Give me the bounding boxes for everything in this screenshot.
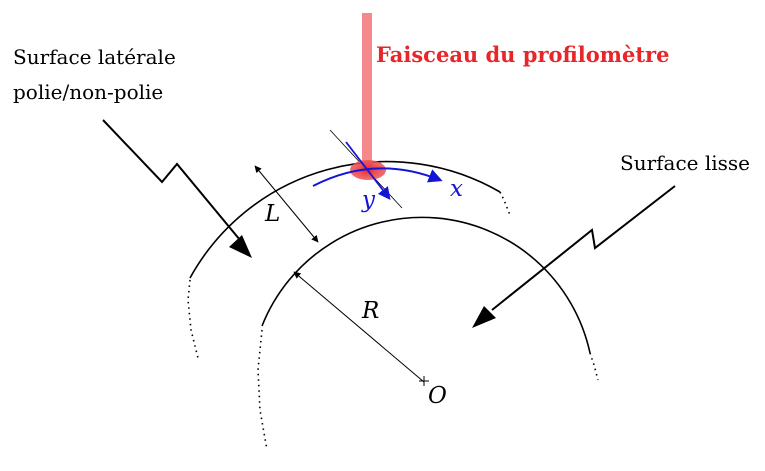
inner-arc-dotted-left bbox=[257, 329, 268, 451]
center-cross-icon bbox=[419, 376, 429, 386]
x-axis-arrow bbox=[312, 167, 443, 187]
inner-surface-arc bbox=[261, 216, 591, 354]
smooth-surface-lightning-arrow bbox=[491, 185, 676, 311]
length-L-dimension bbox=[254, 165, 319, 243]
side-surface-arrowhead bbox=[229, 235, 252, 258]
side-surface-lightning-arrow bbox=[102, 119, 241, 241]
axis-y-label: y bbox=[361, 187, 376, 213]
axis-x-label: x bbox=[450, 176, 463, 202]
side-surface-label-line1: Surface latérale bbox=[13, 45, 176, 69]
inner-arc-dotted-right bbox=[589, 352, 599, 381]
smooth-surface-label: Surface lisse bbox=[620, 151, 750, 175]
profilometer-beam bbox=[362, 13, 372, 173]
outer-arc-dotted-right bbox=[499, 191, 511, 216]
smooth-surface-arrowhead bbox=[472, 306, 496, 328]
outer-arc-dotted-left bbox=[187, 279, 199, 359]
side-surface-label-line2: polie/non-polie bbox=[13, 80, 163, 104]
y-axis-arrow bbox=[345, 141, 391, 200]
length-L-label: L bbox=[264, 201, 280, 227]
radius-R-dimension bbox=[293, 271, 425, 383]
beam-title: Faisceau du profilomètre bbox=[376, 42, 669, 67]
radius-R-label: R bbox=[361, 298, 379, 324]
outer-surface-arc bbox=[189, 160, 501, 279]
center-O-label: O bbox=[428, 383, 447, 409]
